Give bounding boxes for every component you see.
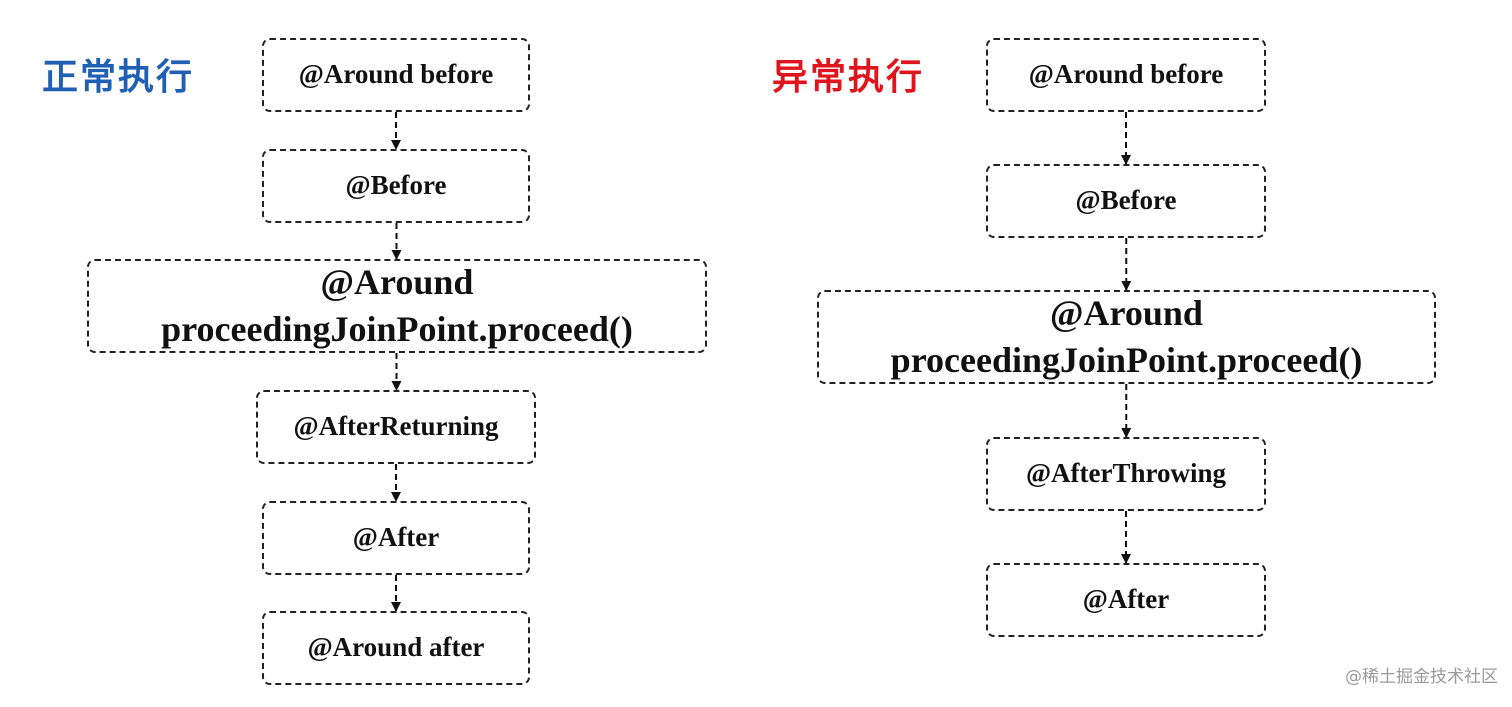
normal-step-after-returning: @AfterReturning	[256, 390, 536, 464]
exception-title: 异常执行	[772, 56, 925, 98]
normal-step-proceed: @Around proceedingJoinPoint.proceed()	[87, 259, 707, 353]
exception-step-after-throwing: @AfterThrowing	[986, 437, 1266, 511]
normal-step-around-before: @Around before	[262, 38, 530, 112]
normal-step-after: @After	[262, 501, 530, 575]
normal-title: 正常执行	[42, 56, 195, 98]
exception-step-around-before: @Around before	[986, 38, 1266, 112]
exception-step-after: @After	[986, 563, 1266, 637]
watermark: @稀土掘金技术社区	[1345, 667, 1498, 687]
normal-step-around-after: @Around after	[262, 611, 530, 685]
exception-step-before: @Before	[986, 164, 1266, 238]
normal-step-before: @Before	[262, 149, 530, 223]
exception-step-proceed: @Around proceedingJoinPoint.proceed()	[817, 290, 1436, 384]
